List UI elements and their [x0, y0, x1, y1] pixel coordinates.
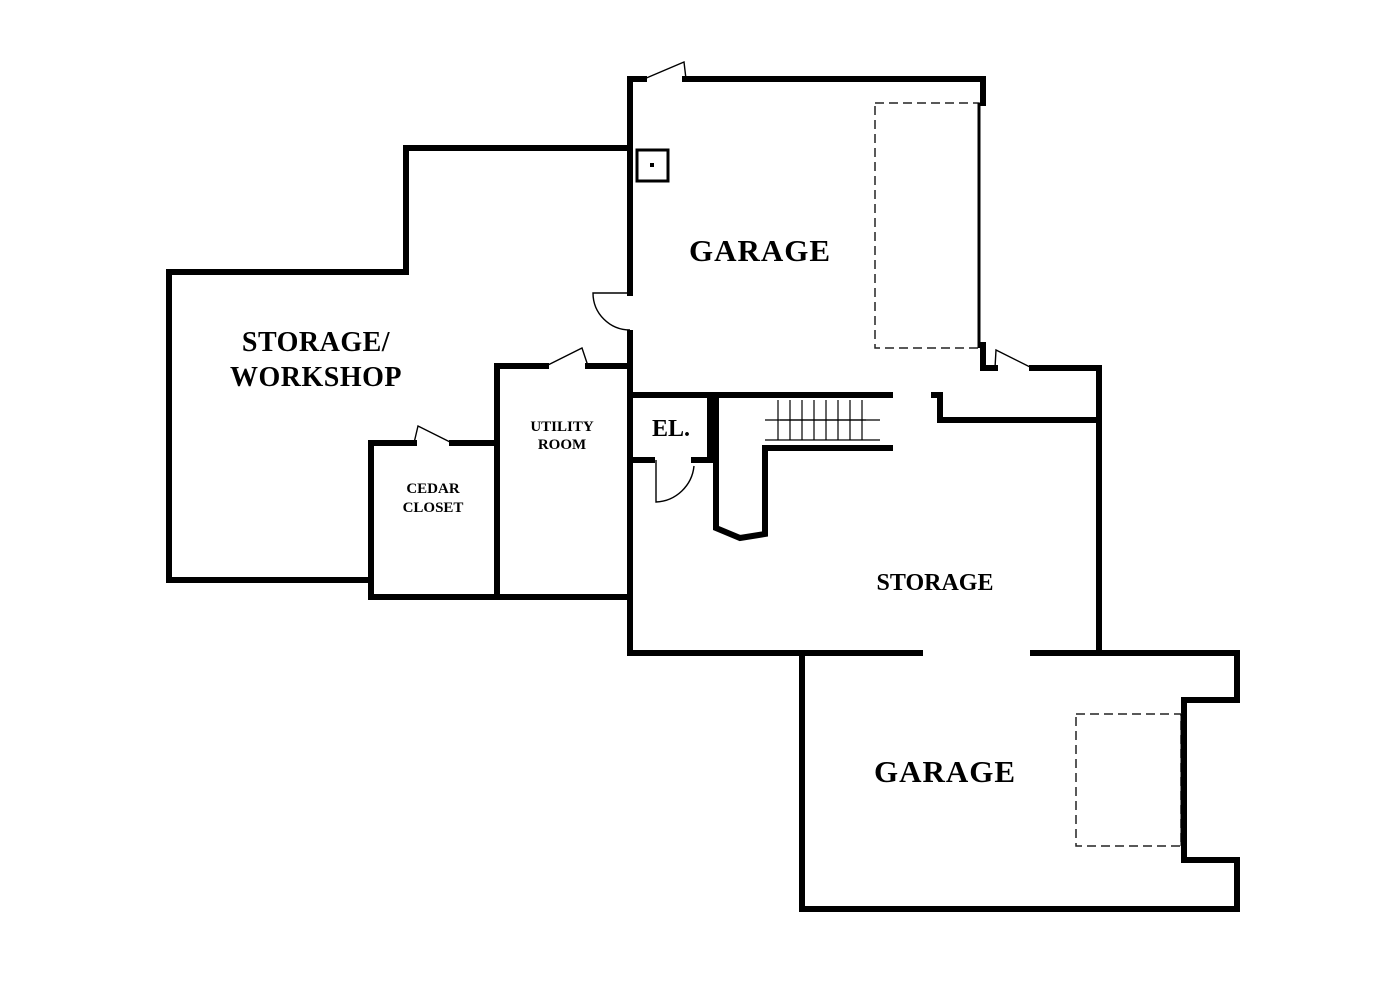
- label-utility-line2: ROOM: [538, 437, 586, 453]
- label-elevator: EL.: [652, 416, 690, 442]
- label-garage-upper: GARAGE: [689, 233, 831, 268]
- label-cedar-line2: CLOSET: [403, 500, 464, 516]
- label-storage-workshop-line2: WORKSHOP: [230, 362, 402, 393]
- label-garage-lower: GARAGE: [874, 754, 1016, 789]
- garage-door-outlines: [874, 102, 1184, 847]
- label-storage-workshop-line1: STORAGE/: [242, 327, 391, 358]
- label-utility-line1: UTILITY: [530, 419, 594, 435]
- doors: [413, 60, 1033, 503]
- label-cedar-line1: CEDAR: [406, 481, 460, 497]
- stairs: [765, 400, 880, 441]
- walls: [166, 76, 1240, 912]
- label-storage: STORAGE: [877, 570, 994, 596]
